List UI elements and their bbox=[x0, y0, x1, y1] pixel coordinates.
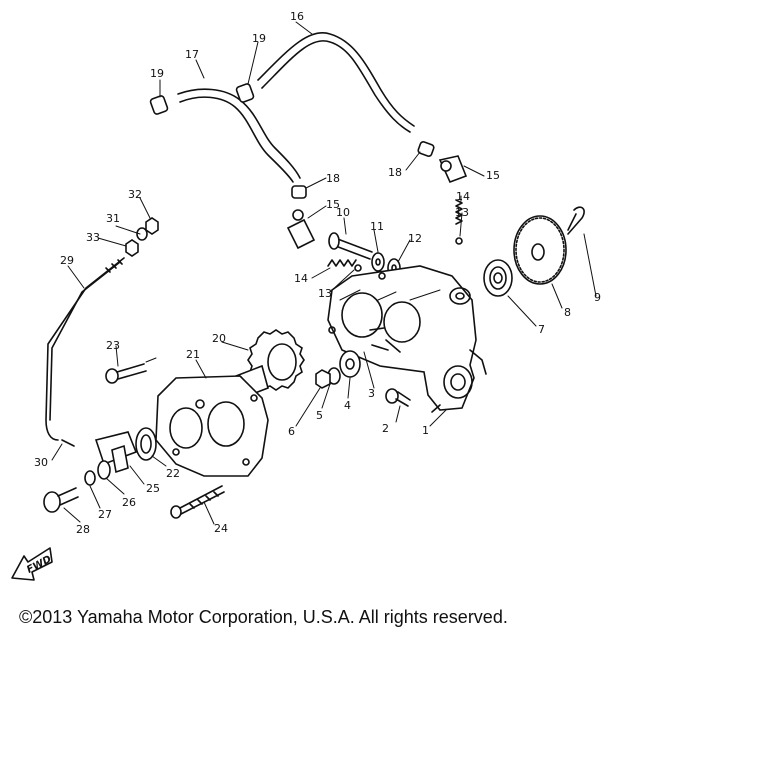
callout-28: 28 bbox=[76, 523, 90, 536]
callout-5: 5 bbox=[316, 409, 323, 422]
gasket-22 bbox=[135, 427, 157, 461]
hose-17 bbox=[177, 88, 301, 183]
callout-7: 7 bbox=[538, 323, 545, 336]
callout-32: 32 bbox=[128, 188, 142, 201]
callout-12: 12 bbox=[408, 232, 422, 245]
nut-6 bbox=[315, 369, 331, 389]
callout-15: 15 bbox=[326, 198, 340, 211]
nut-33 bbox=[125, 239, 139, 257]
fwd-arrow-icon: FWD bbox=[11, 547, 53, 581]
spring-14-left bbox=[327, 259, 357, 267]
washer-27 bbox=[84, 470, 96, 486]
callout-10: 10 bbox=[336, 206, 350, 219]
bracket-25 bbox=[94, 431, 138, 474]
bolt-28 bbox=[43, 487, 79, 513]
callout-27: 27 bbox=[98, 508, 112, 521]
washer-11 bbox=[371, 252, 385, 272]
pump-body-1 bbox=[327, 265, 487, 413]
bolt-2 bbox=[385, 388, 411, 407]
callout-18: 18 bbox=[326, 172, 340, 185]
callout-17: 17 bbox=[185, 48, 199, 61]
callout-18: 18 bbox=[388, 166, 402, 179]
callout-14: 14 bbox=[456, 190, 470, 203]
callout-25: 25 bbox=[146, 482, 160, 495]
cable-29 bbox=[45, 257, 125, 441]
bolt-10 bbox=[328, 232, 373, 260]
washer-31 bbox=[136, 227, 148, 241]
fitting-15-right bbox=[438, 155, 468, 184]
clamp-19-right bbox=[235, 83, 255, 103]
callout-3: 3 bbox=[368, 387, 375, 400]
callout-22: 22 bbox=[166, 467, 180, 480]
callout-30: 30 bbox=[34, 456, 48, 469]
parts-diagram: 16 17 19 19 18 18 15 15 14 14 13 13 10 1… bbox=[11, 10, 601, 581]
callout-15: 15 bbox=[486, 169, 500, 182]
callout-16: 16 bbox=[290, 10, 304, 23]
pin-3 bbox=[371, 344, 389, 351]
callout-14: 14 bbox=[294, 272, 308, 285]
clip-18-right bbox=[417, 141, 435, 157]
callout-13: 13 bbox=[455, 206, 469, 219]
callout-33: 33 bbox=[86, 231, 100, 244]
callout-11: 11 bbox=[370, 220, 384, 233]
clamp-19-left bbox=[149, 95, 169, 115]
leader-lines bbox=[51, 21, 597, 525]
callout-26: 26 bbox=[122, 496, 136, 509]
disc-8 bbox=[513, 215, 567, 285]
callout-13: 13 bbox=[318, 287, 332, 300]
callout-9: 9 bbox=[594, 291, 601, 304]
callout-4: 4 bbox=[344, 399, 351, 412]
callout-labels: 16 17 19 19 18 18 15 15 14 14 13 13 10 1… bbox=[34, 10, 601, 536]
callout-20: 20 bbox=[212, 332, 226, 345]
callout-6: 6 bbox=[288, 425, 295, 438]
callout-24: 24 bbox=[214, 522, 228, 535]
bolt-23 bbox=[105, 357, 157, 384]
seal-7 bbox=[483, 259, 513, 297]
ball-13-left bbox=[354, 264, 362, 272]
callout-1: 1 bbox=[422, 424, 429, 437]
hose-16 bbox=[257, 32, 415, 133]
clip-18-left bbox=[291, 185, 307, 199]
cover-21 bbox=[155, 375, 269, 477]
spring-14-right bbox=[455, 199, 463, 225]
nut-32 bbox=[145, 217, 159, 235]
pin-30 bbox=[61, 439, 75, 447]
callout-21: 21 bbox=[186, 348, 200, 361]
callout-23: 23 bbox=[106, 339, 120, 352]
gear-4 bbox=[339, 350, 361, 378]
callout-19: 19 bbox=[252, 32, 266, 45]
cotter-pin-9 bbox=[567, 206, 585, 235]
copyright-notice: ©2013 Yamaha Motor Corporation, U.S.A. A… bbox=[19, 607, 508, 627]
fitting-15-left bbox=[286, 209, 316, 250]
callout-2: 2 bbox=[382, 422, 389, 435]
callout-19: 19 bbox=[150, 67, 164, 80]
callout-29: 29 bbox=[60, 254, 74, 267]
bolt-24 bbox=[170, 485, 225, 519]
gear-20 bbox=[233, 329, 305, 400]
fwd-label: FWD bbox=[25, 554, 53, 576]
callout-8: 8 bbox=[564, 306, 571, 319]
callout-31: 31 bbox=[106, 212, 120, 225]
ball-13-right bbox=[455, 237, 463, 245]
washer-26 bbox=[97, 460, 111, 480]
